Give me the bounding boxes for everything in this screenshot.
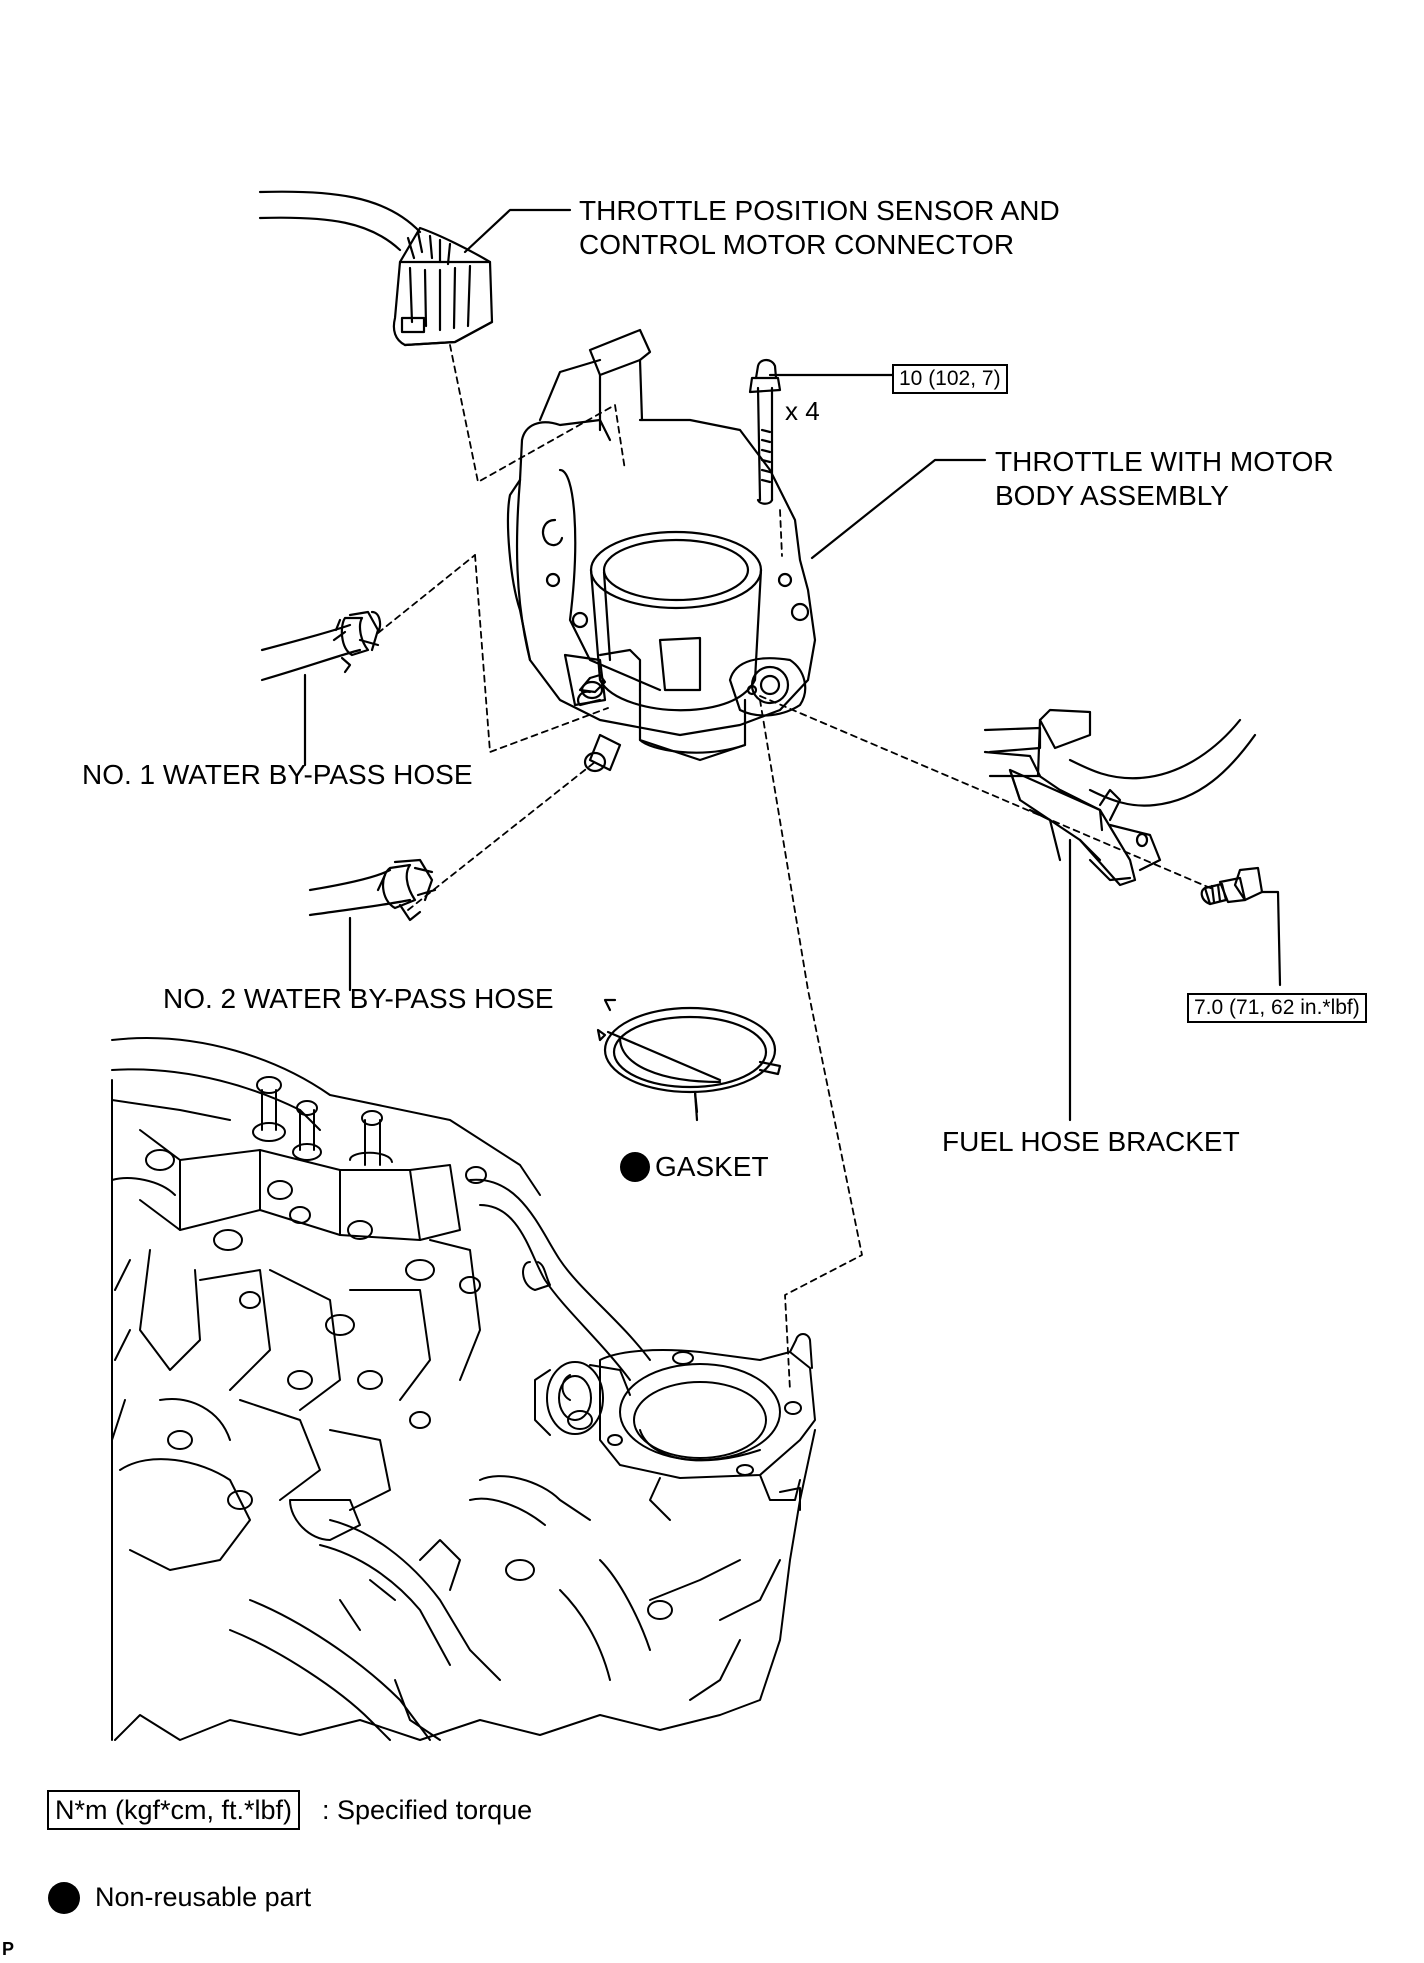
fuel-hose-bracket-label: FUEL HOSE BRACKET — [942, 1126, 1240, 1157]
bracket-bolt-torque: 7.0 (71, 62 in.*lbf) — [1187, 993, 1367, 1023]
gasket-label: GASKET — [655, 1151, 769, 1182]
fuel-hose-bracket-drawing — [983, 708, 1257, 887]
alignment-dashed-lines — [377, 344, 1216, 1391]
legend-torque-unit-box: N*m (kgf*cm, ft.*lbf) — [47, 1790, 301, 1830]
throttle-body-label-line1: THROTTLE WITH MOTOR — [995, 446, 1334, 477]
water-hose-1-drawing — [260, 610, 382, 682]
engine-intake-drawing — [111, 1037, 816, 1741]
water-hose-2-label: NO. 2 WATER BY-PASS HOSE — [163, 983, 554, 1014]
throttle-body-label-line2: BODY ASSEMBLY — [995, 480, 1229, 511]
gasket-nonreusable-dot — [620, 1152, 650, 1182]
bolt-quantity-label: x 4 — [785, 396, 820, 426]
gasket-drawing — [596, 998, 782, 1114]
footer-mark: P — [2, 1939, 15, 1959]
legend-nonreusable-description: Non-reusable part — [95, 1882, 312, 1912]
water-hose-1-label: NO. 1 WATER BY-PASS HOSE — [82, 759, 473, 790]
bracket-bolt-drawing — [1200, 866, 1264, 906]
connector-label-line1: THROTTLE POSITION SENSOR AND — [579, 195, 1060, 226]
water-hose-2-drawing — [308, 858, 437, 922]
legend-nonreusable-dot — [48, 1882, 80, 1914]
throttle-bolt-torque: 10 (102, 7) — [892, 364, 1008, 394]
connector-label-line2: CONTROL MOTOR CONNECTOR — [579, 229, 1015, 260]
throttle-body-drawing — [506, 328, 817, 773]
legend-torque-description: : Specified torque — [322, 1795, 533, 1825]
sensor-connector-drawing — [258, 190, 494, 347]
throttle-bolt-drawing — [748, 358, 782, 505]
